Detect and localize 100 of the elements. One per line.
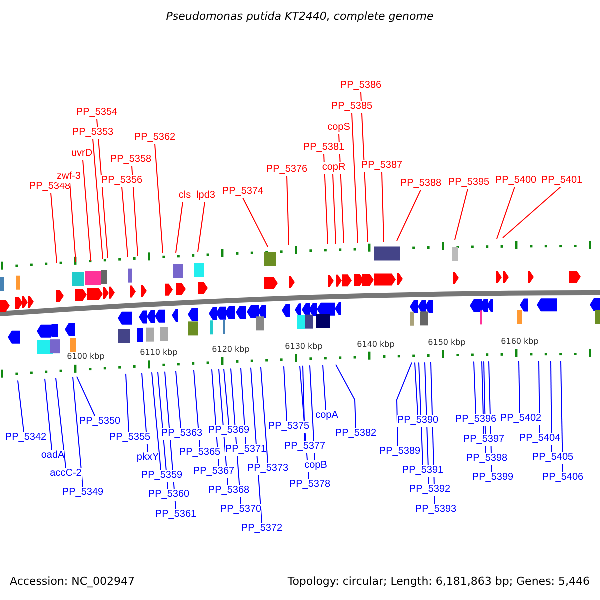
leader-line: [72, 376, 84, 488]
gene-label: PP_5378: [289, 479, 331, 491]
gene-label: accC-2: [50, 468, 82, 480]
gene-label: copB: [304, 460, 328, 472]
gene-label: PP_5367: [193, 466, 235, 478]
gene-label: PP_5365: [179, 447, 221, 459]
leader-line: [414, 362, 418, 416]
gene-label: PP_5377: [284, 441, 326, 453]
leader-line: [336, 364, 356, 428]
gene-label: PP_5396: [455, 414, 497, 426]
gene-label: PP_5388: [400, 178, 442, 190]
gene-label: PP_5386: [340, 80, 382, 92]
gene-label: PP_5349: [62, 487, 104, 499]
leader-line: [454, 188, 468, 240]
gene-label: PP_5397: [463, 434, 505, 446]
gene-label: PP_5354: [76, 107, 118, 119]
gene-label: PP_5362: [134, 132, 176, 144]
gene-label: PP_5395: [448, 177, 490, 189]
accession-text: Accession: NC_002947: [10, 575, 136, 589]
gene-label: PP_5348: [29, 181, 71, 193]
leader-line: [352, 112, 358, 244]
gene-label: PP_5393: [415, 504, 457, 516]
leader-line: [496, 186, 516, 240]
scale-tick-label: 6110 kbp: [140, 348, 178, 358]
scale-tick-label: 6160 kbp: [501, 337, 539, 348]
gene-label: PP_5401: [541, 175, 583, 187]
gene-label: PP_5387: [361, 160, 403, 172]
leader-line: [396, 362, 412, 446]
leader-line: [286, 176, 290, 246]
scale-tick-label: 6120 kbp: [212, 344, 250, 355]
gene-label: PP_5405: [532, 452, 574, 464]
gene-label: PP_5374: [222, 186, 264, 198]
leader-line: [284, 366, 288, 422]
scale-tick-label: 6100 kbp: [67, 352, 105, 362]
gene-label: PP_5375: [268, 421, 310, 433]
scale-tick-label: 6150 kbp: [428, 338, 466, 348]
gene-label: oadA: [41, 450, 65, 462]
leader-line: [324, 154, 328, 244]
gene-label: PP_5392: [409, 484, 451, 496]
leader-line: [126, 373, 130, 432]
gene-label: PP_5342: [5, 432, 47, 444]
gene-label: PP_5353: [72, 127, 114, 139]
leader-line: [122, 186, 128, 258]
leader-line: [152, 372, 162, 470]
leader-line: [550, 360, 552, 452]
gene-label: PP_5372: [241, 523, 283, 535]
leader-line: [502, 186, 562, 238]
gene-label: PP_5373: [247, 463, 289, 475]
leader-line: [418, 362, 424, 466]
leader-line: [224, 368, 230, 426]
leader-line: [176, 202, 184, 254]
leader-line: [310, 365, 316, 460]
gene-label: PP_5358: [110, 154, 152, 166]
gene-label: PP_5399: [472, 472, 514, 484]
gene-label: PP_5360: [148, 489, 190, 501]
gene-label: PP_5390: [397, 415, 439, 427]
gene-label: PP_5402: [500, 413, 542, 425]
leader-line: [76, 376, 96, 416]
leader-line: [82, 160, 92, 262]
gene-label: PP_5398: [466, 453, 508, 465]
leader-line: [92, 138, 104, 260]
gene-label: PP_5363: [161, 428, 203, 440]
gene-label: PP_5385: [331, 101, 373, 113]
leader-line: [56, 378, 66, 468]
leader-line: [198, 202, 206, 252]
leader-line: [50, 192, 58, 264]
leader-line: [154, 144, 164, 254]
gene-label: PP_5382: [335, 428, 377, 440]
title: Pseudomonas putida KT2440, complete genome: [165, 10, 435, 24]
gene-label: copR: [322, 162, 346, 174]
leader-line: [382, 172, 384, 242]
leader-line: [260, 366, 268, 464]
leader-line: [396, 190, 422, 242]
scale-tick-label: 6130 kbp: [285, 342, 323, 352]
gene-label: PP_5404: [519, 433, 561, 445]
gene-label: copS: [328, 122, 350, 134]
scale-tick-label: 6140 kbp: [357, 340, 395, 350]
gene-label: PP_5350: [79, 416, 121, 428]
leader-line: [176, 370, 182, 428]
gene-label: PP_5391: [402, 465, 444, 477]
gene-label: PP_5355: [109, 432, 151, 444]
genome-info-text: Topology: circular; Length: 6,181,863 bp; Genes: 5,446: [288, 575, 590, 589]
leader-line: [18, 380, 24, 432]
leader-line: [44, 378, 52, 450]
gene-label: PP_5356: [101, 175, 143, 187]
gene-label: PP_5406: [542, 472, 584, 484]
gene-label: PP_5371: [225, 444, 267, 456]
gene-label: PP_5359: [141, 470, 183, 482]
gene-label: lpd3: [196, 190, 216, 202]
leader-line: [560, 360, 564, 472]
leader-line: [518, 360, 520, 414]
gene-label: copA: [316, 410, 338, 422]
leader-line: [322, 364, 326, 410]
leader-line: [132, 166, 138, 256]
gene-label: cls: [178, 190, 192, 202]
gene-label: zwf-3: [57, 171, 81, 183]
leader-line: [332, 174, 336, 244]
leader-line: [242, 198, 268, 248]
gene-label: PP_5400: [495, 175, 537, 187]
gene-label: pkxY: [136, 452, 160, 464]
